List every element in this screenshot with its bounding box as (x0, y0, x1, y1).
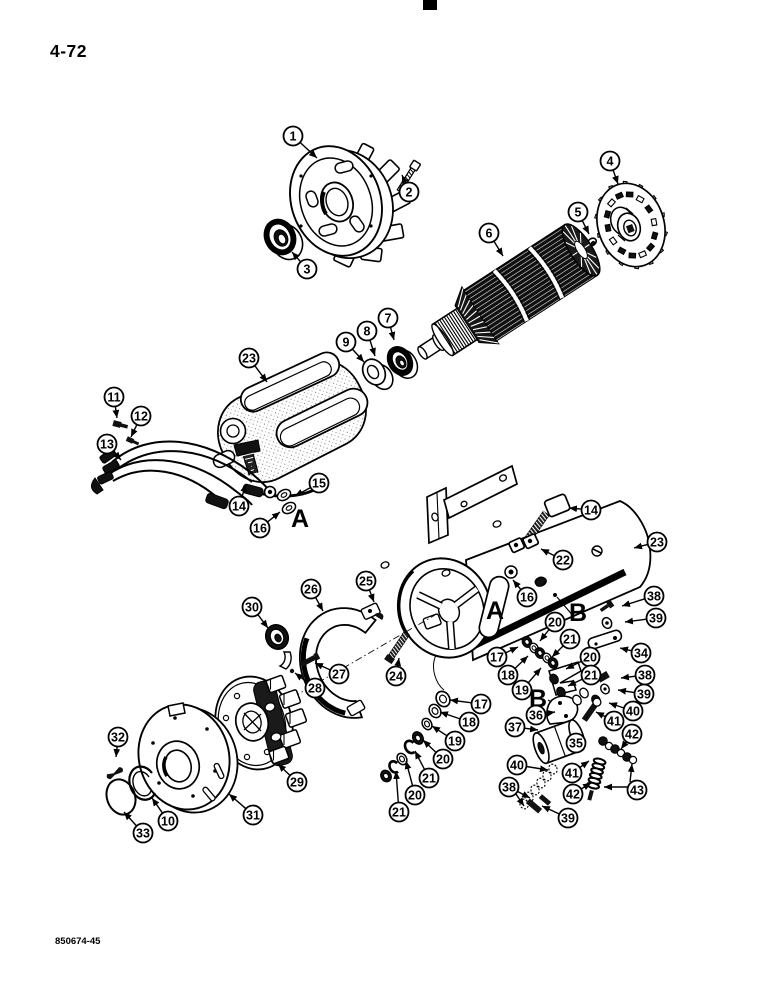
svg-text:11: 11 (107, 390, 120, 404)
svg-text:38: 38 (638, 668, 652, 682)
svg-text:23: 23 (242, 351, 256, 365)
svg-text:42: 42 (625, 727, 639, 741)
svg-text:25: 25 (359, 574, 373, 588)
svg-text:19: 19 (448, 734, 462, 748)
svg-text:9: 9 (343, 335, 350, 349)
svg-text:17: 17 (490, 650, 504, 664)
svg-text:13: 13 (100, 437, 114, 451)
svg-text:31: 31 (246, 808, 260, 822)
svg-text:39: 39 (649, 611, 663, 625)
svg-text:A: A (291, 505, 309, 533)
svg-text:8: 8 (364, 324, 371, 338)
svg-text:37: 37 (508, 720, 522, 734)
svg-text:27: 27 (332, 667, 346, 681)
svg-text:24: 24 (389, 669, 403, 683)
svg-text:10: 10 (161, 814, 175, 828)
svg-text:A: A (486, 597, 504, 625)
svg-text:18: 18 (462, 715, 476, 729)
svg-text:41: 41 (607, 714, 621, 728)
svg-text:7: 7 (385, 311, 392, 325)
svg-text:21: 21 (422, 771, 436, 785)
svg-text:850674-45: 850674-45 (55, 936, 101, 947)
svg-text:26: 26 (304, 582, 318, 596)
svg-text:20: 20 (548, 615, 562, 629)
svg-text:B: B (569, 599, 587, 627)
svg-text:12: 12 (134, 409, 148, 423)
svg-text:4: 4 (607, 154, 614, 168)
svg-text:28: 28 (308, 681, 322, 695)
svg-text:19: 19 (515, 683, 529, 697)
svg-text:38: 38 (647, 589, 661, 603)
svg-text:39: 39 (637, 687, 651, 701)
svg-text:16: 16 (253, 521, 267, 535)
svg-text:23: 23 (650, 535, 664, 549)
svg-text:20: 20 (583, 650, 597, 664)
svg-text:36: 36 (529, 708, 543, 722)
svg-text:14: 14 (232, 499, 246, 513)
svg-text:5: 5 (575, 205, 582, 219)
svg-text:2: 2 (406, 185, 413, 199)
svg-text:32: 32 (111, 730, 125, 744)
svg-text:22: 22 (556, 553, 570, 567)
svg-text:20: 20 (408, 788, 422, 802)
svg-text:16: 16 (520, 590, 534, 604)
svg-text:18: 18 (501, 668, 515, 682)
svg-text:21: 21 (584, 668, 598, 682)
svg-text:42: 42 (566, 787, 580, 801)
svg-text:14: 14 (584, 503, 598, 517)
svg-text:1: 1 (290, 129, 297, 143)
svg-text:3: 3 (304, 262, 311, 276)
svg-text:40: 40 (510, 758, 524, 772)
svg-text:15: 15 (312, 476, 326, 490)
svg-text:4-72: 4-72 (50, 41, 87, 61)
svg-text:38: 38 (502, 780, 516, 794)
svg-text:41: 41 (565, 766, 579, 780)
svg-text:29: 29 (290, 775, 304, 789)
svg-text:34: 34 (634, 646, 648, 660)
svg-text:40: 40 (626, 704, 640, 718)
svg-text:43: 43 (630, 783, 644, 797)
svg-text:17: 17 (474, 697, 488, 711)
svg-text:21: 21 (563, 632, 577, 646)
svg-text:35: 35 (569, 736, 583, 750)
svg-text:21: 21 (392, 805, 406, 819)
svg-text:30: 30 (245, 600, 259, 614)
svg-text:33: 33 (136, 826, 150, 840)
svg-text:6: 6 (486, 226, 493, 240)
svg-text:39: 39 (561, 811, 575, 825)
svg-text:20: 20 (436, 752, 450, 766)
